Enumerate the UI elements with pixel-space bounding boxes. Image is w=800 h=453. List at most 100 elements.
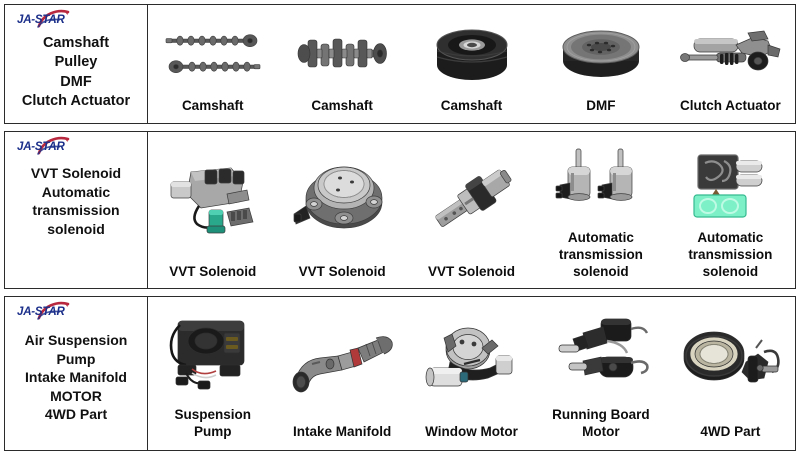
- product-image: [668, 136, 793, 230]
- product-cells: VVT Solenoid: [148, 132, 795, 288]
- pulley-icon: [436, 29, 508, 80]
- category-line: Air Suspension: [24, 332, 128, 348]
- category-line: Camshaft: [42, 35, 110, 51]
- product-caption: Clutch Actuator: [668, 98, 793, 121]
- product-cell: Suspension Pump: [148, 297, 277, 450]
- product-image: [668, 301, 793, 424]
- product-image: [538, 136, 663, 230]
- product-caption: Camshaft: [279, 98, 404, 121]
- category-line: VVT Solenoid: [30, 165, 122, 181]
- caption-line: transmission: [558, 247, 643, 263]
- category-line: Intake Manifold: [25, 369, 127, 386]
- product-cell: Automatic transmission solenoid: [666, 132, 795, 288]
- product-cells: Suspension Pump: [148, 297, 795, 450]
- category-line: transmission: [32, 202, 120, 219]
- product-image: [150, 9, 275, 98]
- caption-line: transmission: [688, 247, 773, 263]
- product-cell: Window Motor: [407, 297, 536, 450]
- window-motor-icon: [425, 327, 512, 386]
- catalog-row: JA-STAR Camshaft Pulley DMF Clutch Actua…: [4, 4, 796, 124]
- product-cell: DMF: [536, 5, 665, 123]
- running-board-motor-icon: [558, 318, 649, 378]
- product-caption: Window Motor: [409, 424, 534, 448]
- crankshaft-icon: [297, 38, 387, 67]
- caption-line: solenoid: [573, 264, 629, 280]
- intake-manifold-pipe-icon: [292, 335, 393, 392]
- product-caption: Intake Manifold: [279, 424, 404, 448]
- logo-wordmark: JA-STAR: [17, 306, 65, 318]
- camshaft-pair-icon: [165, 33, 261, 73]
- category-title: Camshaft Pulley DMF Clutch Actuator: [5, 34, 147, 111]
- category-label-cell: JA-STAR VVT Solenoid Automatic transmiss…: [5, 132, 148, 288]
- caption-line: Window Motor: [425, 424, 518, 440]
- category-line: Pulley: [54, 54, 98, 71]
- caption-line: Camshaft: [181, 98, 244, 114]
- product-cell: VVT Solenoid: [407, 132, 536, 288]
- dual-mass-flywheel-icon: [562, 30, 640, 77]
- product-cell: Automatic transmission solenoid: [536, 132, 665, 288]
- product-cell: 4WD Part: [666, 297, 795, 450]
- product-caption: 4WD Part: [668, 424, 793, 448]
- caption-line: VVT Solenoid: [298, 264, 386, 280]
- product-image: [150, 136, 275, 264]
- caption-line: Intake Manifold: [292, 424, 392, 440]
- caption-line: Camshaft: [440, 98, 503, 114]
- product-caption: DMF: [538, 98, 663, 121]
- product-cell: Running Board Motor: [536, 297, 665, 450]
- vvt-spool-valve-icon: [434, 169, 511, 227]
- vvt-solenoid-assembly-icon: [170, 167, 254, 234]
- category-line: Clutch Actuator: [21, 92, 131, 109]
- product-cell: Camshaft: [148, 5, 277, 123]
- product-image: [668, 9, 793, 98]
- product-cell: Clutch Actuator: [666, 5, 795, 123]
- caption-line: Automatic: [697, 230, 764, 246]
- product-image: [538, 301, 663, 407]
- caption-line: Suspension: [174, 407, 251, 423]
- product-image: [538, 9, 663, 98]
- product-cell: Camshaft: [407, 5, 536, 123]
- category-line: DMF: [60, 73, 92, 90]
- product-caption: VVT Solenoid: [279, 264, 404, 286]
- product-image: [409, 301, 534, 424]
- category-line: Automatic: [41, 183, 111, 200]
- caption-line: Automatic: [567, 230, 634, 246]
- logo-wordmark: JA-STAR: [17, 141, 65, 153]
- product-caption: Camshaft: [150, 98, 275, 121]
- product-image: [150, 301, 275, 407]
- caption-line: Running Board: [552, 407, 650, 423]
- caption-line: Camshaft: [311, 98, 373, 114]
- caption-line: Motor: [582, 424, 620, 440]
- caption-line: VVT Solenoid: [428, 264, 516, 280]
- ja-star-logo: JA-STAR: [15, 136, 79, 158]
- transmission-solenoid-block-icon: [693, 154, 763, 218]
- product-image: [279, 301, 404, 424]
- category-label-cell: JA-STAR Camshaft Pulley DMF Clutch Actua…: [5, 5, 148, 123]
- product-caption: VVT Solenoid: [150, 264, 275, 286]
- category-label-cell: JA-STAR Air Suspension Pump Intake Manif…: [5, 297, 148, 450]
- caption-line: Pump: [193, 424, 232, 440]
- caption-line: DMF: [586, 98, 616, 114]
- category-line: Pump: [56, 350, 96, 367]
- category-title: VVT Solenoid Automatic transmission sole…: [5, 164, 147, 238]
- product-image: [279, 136, 404, 264]
- product-caption: Running Board Motor: [538, 407, 663, 448]
- catalog-row: JA-STAR Air Suspension Pump Intake Manif…: [4, 296, 796, 451]
- product-image: [279, 9, 404, 98]
- caption-line: VVT Solenoid: [169, 264, 257, 280]
- product-caption: Automatic transmission solenoid: [668, 230, 793, 286]
- category-title: Air Suspension Pump Intake Manifold MOTO…: [5, 331, 147, 424]
- catalog-row: JA-STAR VVT Solenoid Automatic transmiss…: [4, 131, 796, 289]
- logo-wordmark: JA-STAR: [17, 14, 65, 26]
- transmission-solenoid-pair-icon: [555, 148, 633, 201]
- product-caption: VVT Solenoid: [409, 264, 534, 286]
- product-image: [409, 9, 534, 98]
- 4wd-actuator-bearing-icon: [683, 331, 781, 382]
- air-suspension-compressor-icon: [169, 320, 245, 390]
- category-line: solenoid: [47, 220, 105, 237]
- caption-line: 4WD Part: [700, 424, 761, 440]
- vvt-cam-phaser-icon: [293, 166, 383, 229]
- product-cell: Intake Manifold: [277, 297, 406, 450]
- product-caption: Suspension Pump: [150, 407, 275, 448]
- product-cell: VVT Solenoid: [148, 132, 277, 288]
- product-image: [409, 136, 534, 264]
